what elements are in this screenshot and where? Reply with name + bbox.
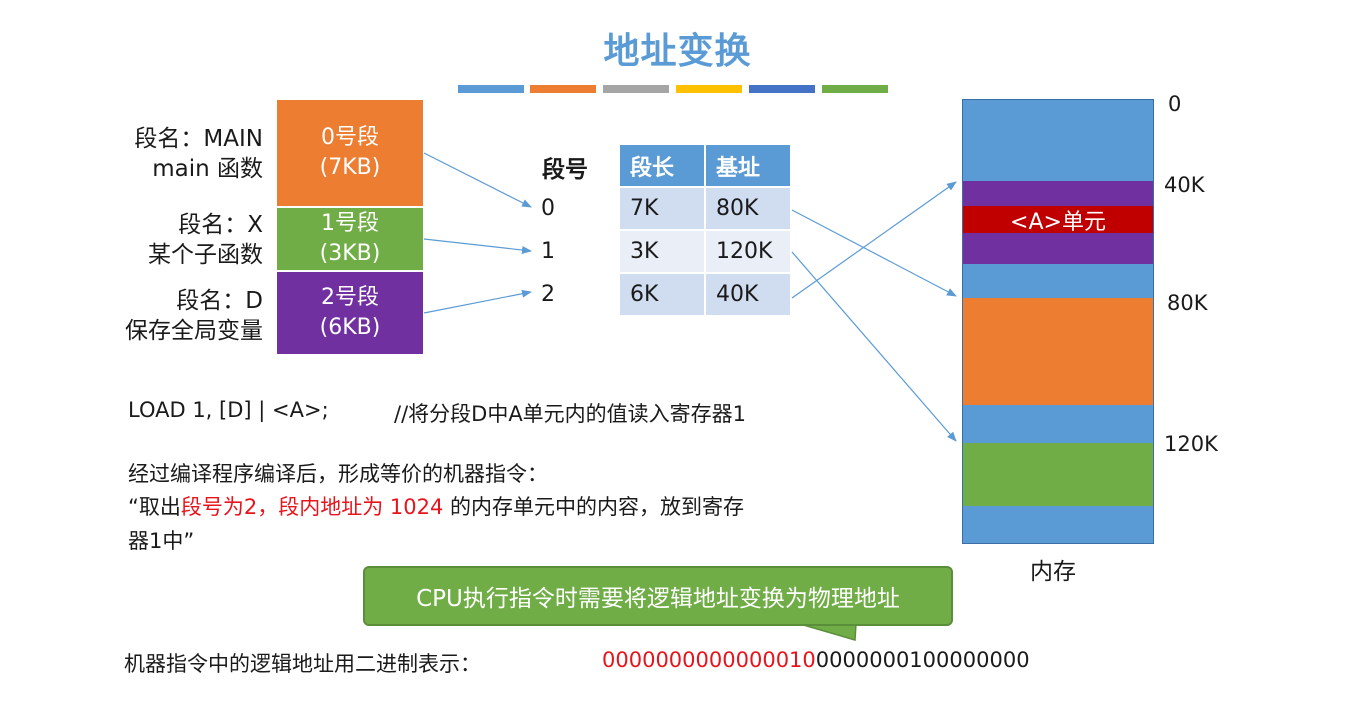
memory-unit-a: <A>单元 (962, 206, 1154, 235)
memory-block-free (962, 506, 1154, 544)
cell-length: 6K (618, 272, 706, 317)
memory-tick-80k: 80K (1167, 291, 1208, 315)
cell-length: 7K (618, 186, 706, 231)
binary-offset-bits: 0000000100000000 (815, 648, 1030, 672)
color-bar (676, 85, 742, 93)
instruction-line: LOAD 1, [D] | <A>; (128, 398, 329, 422)
table-header-row: 段长 基址 (618, 143, 792, 188)
memory-block-seg0 (962, 298, 1154, 405)
segment-box-name: 2号段 (321, 285, 379, 310)
memory-block-seg2 (962, 181, 1154, 206)
memory-block-free (962, 99, 1154, 181)
segment-box-size: (7KB) (319, 155, 381, 180)
segment-box-name: 1号段 (321, 211, 379, 236)
segment-label-1: 段名：X 某个子函数 (148, 210, 263, 270)
memory-label: 内存 (1030, 559, 1076, 585)
table-row: 6K 40K (618, 272, 792, 317)
callout-pointer (799, 623, 857, 641)
memory-tick-40k: 40K (1164, 173, 1205, 197)
instruction-code: LOAD 1, [D] | <A>; (128, 398, 329, 422)
segment-name-text: 段名：MAIN (134, 126, 263, 152)
table-row: 3K 120K (618, 229, 792, 274)
memory-tick-0: 0 (1168, 92, 1182, 116)
memory-unit-label: <A>单元 (1010, 209, 1106, 235)
arrow-seg1-to-row1 (423, 238, 532, 254)
segno-2: 2 (541, 282, 555, 307)
cell-base: 40K (704, 272, 792, 317)
arrow-row1-to-120k (791, 251, 957, 442)
segment-table: 段长 基址 7K 80K 3K 120K 6K 40K (618, 143, 792, 317)
instruction-comment: //将分段D中A单元内的值读入寄存器1 (394, 402, 747, 426)
color-bar (530, 85, 596, 93)
segment-box-0: 0号段 (7KB) (276, 99, 424, 207)
arrow-seg0-to-row0 (423, 152, 532, 208)
segment-name-text: 段名：D (176, 288, 263, 314)
segment-desc-text: main 函数 (152, 156, 263, 182)
header-length: 段长 (618, 143, 706, 188)
segment-label-2: 段名：D 保存全局变量 (125, 286, 263, 346)
binary-segno-bits: 0000000000000010 (602, 648, 816, 672)
compiled-line-3: 器1中” (128, 529, 195, 553)
compiled-text: 的内存单元中的内容，放到寄存 (443, 495, 745, 519)
color-bar (822, 85, 888, 93)
header-base: 基址 (704, 143, 792, 188)
segment-box-1: 1号段 (3KB) (276, 207, 424, 271)
binary-label: 机器指令中的逻辑地址用二进制表示： (124, 652, 481, 676)
segment-box-size: (3KB) (319, 241, 381, 266)
callout-text: CPU执行指令时需要将逻辑地址变换为物理地址 (416, 586, 900, 612)
memory-block-free (962, 264, 1154, 298)
binary-value: 00000000000000100000000100000000 (602, 648, 1030, 672)
page-title: 地址变换 (603, 31, 752, 72)
memory-block-seg1 (962, 443, 1154, 506)
compiled-line-1: 经过编译程序编译后，形成等价的机器指令： (128, 462, 548, 486)
segment-desc-text: 保存全局变量 (125, 318, 263, 344)
segment-box-name: 0号段 (321, 125, 379, 150)
cell-length: 3K (618, 229, 706, 274)
segment-box-size: (6KB) (319, 315, 381, 340)
arrow-row0-to-80k (791, 209, 957, 297)
compiled-red-text: 段号为2，段内地址为 1024 (180, 495, 444, 519)
segno-header: 段号 (542, 157, 588, 183)
segno-1: 1 (541, 239, 555, 264)
segment-box-2: 2号段 (6KB) (276, 271, 424, 355)
segment-label-0: 段名：MAIN main 函数 (134, 124, 263, 184)
memory-block-free (962, 405, 1154, 443)
memory-block-seg2 (962, 233, 1154, 264)
segment-desc-text: 某个子函数 (148, 242, 263, 268)
table-row: 7K 80K (618, 186, 792, 231)
color-bar (749, 85, 815, 93)
arrow-seg2-to-row2 (423, 289, 532, 314)
compiled-text: “取出 (128, 495, 181, 519)
cell-base: 120K (704, 229, 792, 274)
compiled-line-2: “取出段号为2，段内地址为 1024 的内存单元中的内容，放到寄存 (128, 491, 744, 521)
segno-0: 0 (541, 196, 555, 221)
segment-name-text: 段名：X (178, 212, 263, 238)
color-bar (603, 85, 669, 93)
memory-tick-120k: 120K (1164, 432, 1218, 456)
callout-box: CPU执行指令时需要将逻辑地址变换为物理地址 (363, 566, 953, 626)
color-bar (458, 85, 524, 93)
cell-base: 80K (704, 186, 792, 231)
arrow-row2-to-40k (791, 181, 957, 299)
